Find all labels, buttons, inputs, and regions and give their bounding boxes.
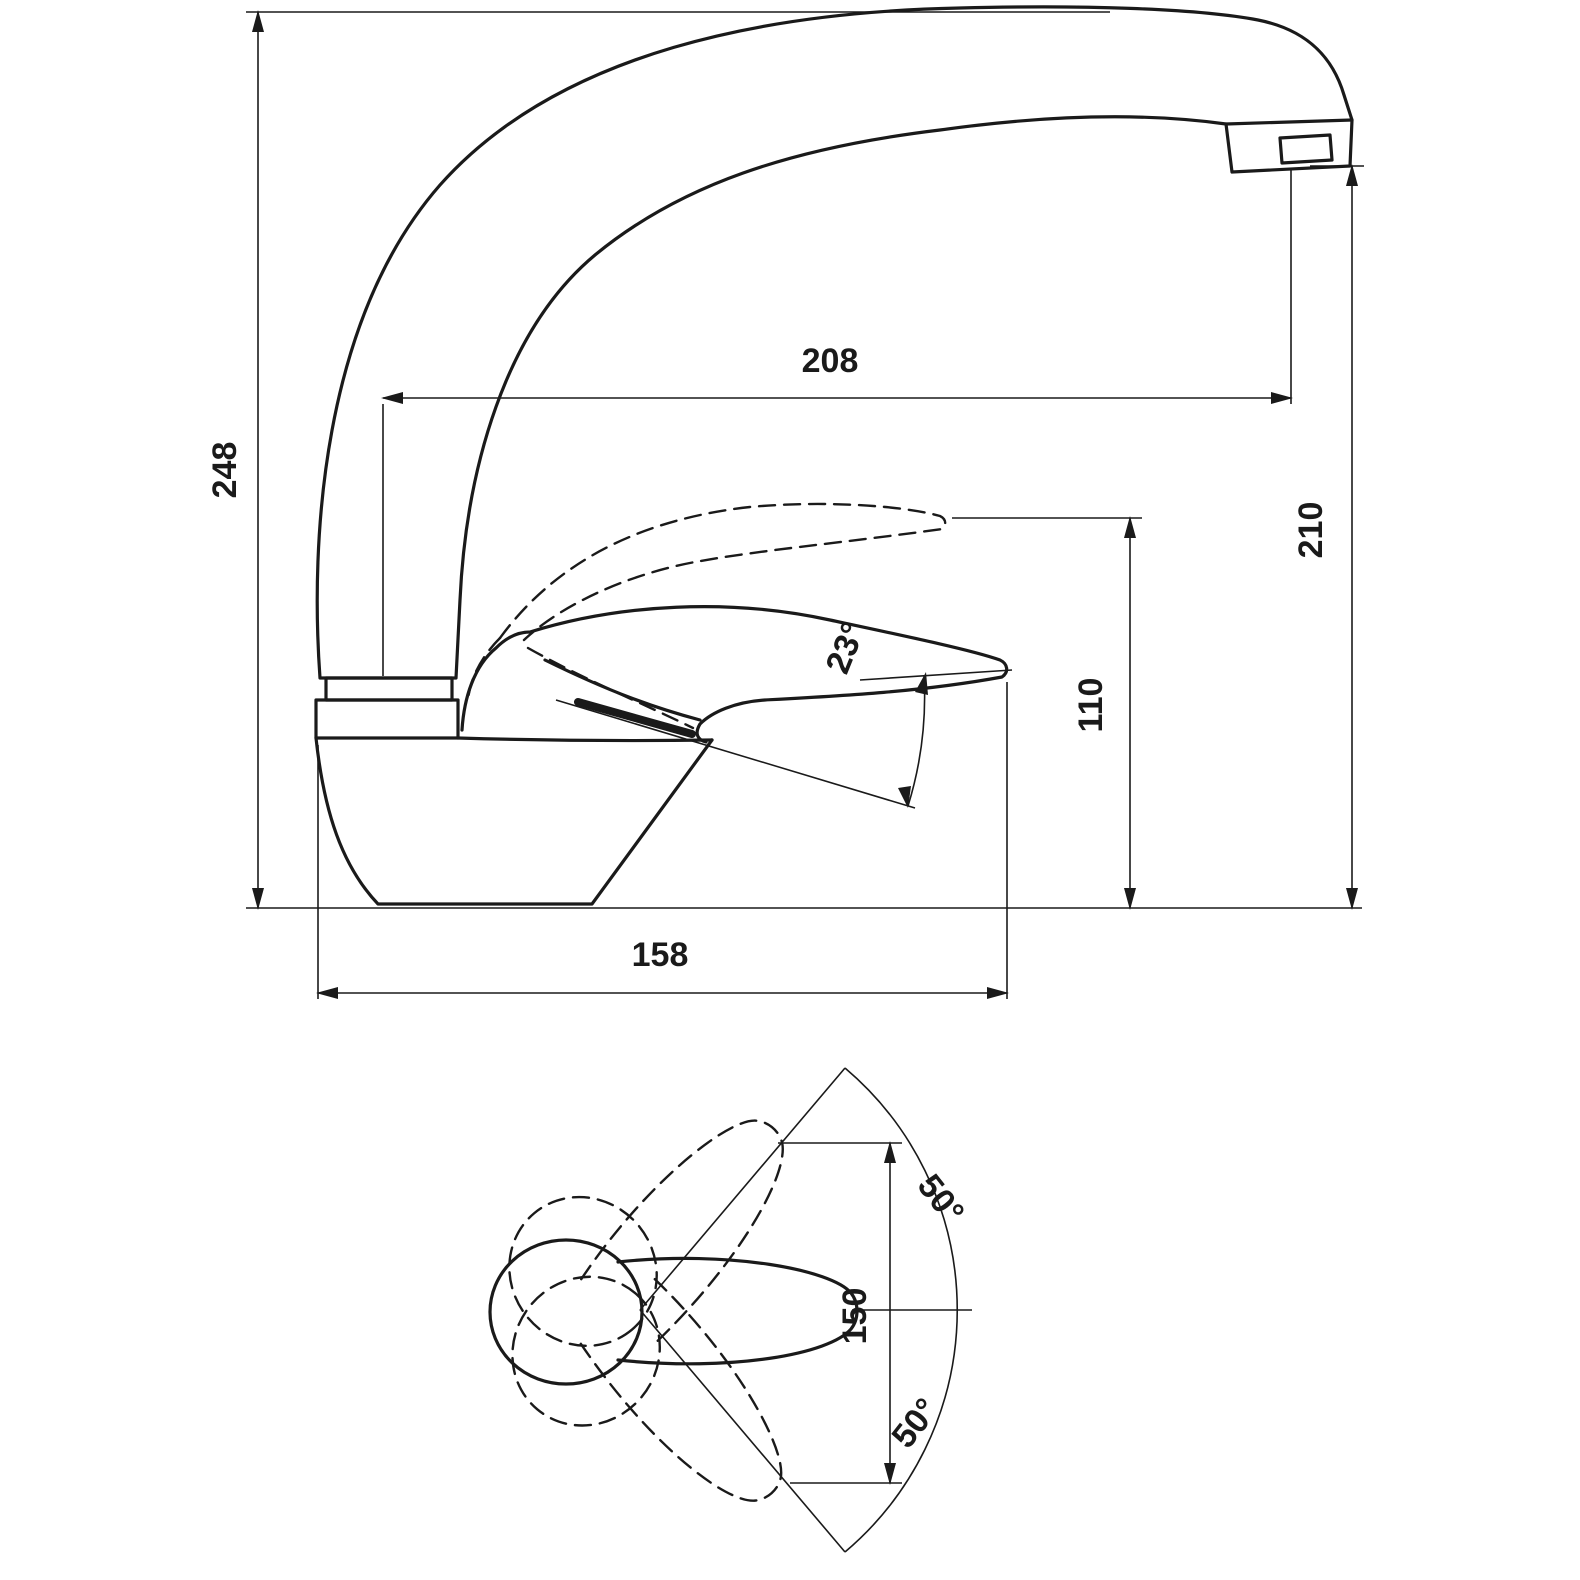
arrowhead	[1346, 888, 1358, 910]
handle-plan-swivel-up	[511, 1119, 784, 1427]
arrowhead	[898, 786, 911, 808]
fan-radial-upper	[639, 1067, 846, 1311]
handle-plan-swivel-down	[508, 1195, 783, 1502]
body-plan-dashed	[511, 1275, 661, 1427]
arrowhead	[987, 987, 1009, 999]
arrowhead	[915, 672, 928, 695]
dim-label-swivel-lower: 50°	[885, 1391, 947, 1455]
dim-label-overall-depth: 158	[632, 936, 689, 974]
spout-outline	[315, 5, 1354, 680]
handle-plan-dashed	[580, 1119, 784, 1344]
arrowhead	[884, 1463, 896, 1485]
dim-label-handle-span: 150	[836, 1288, 874, 1345]
handle-lower-edge-accent	[574, 698, 696, 738]
spout-collar-upper	[324, 676, 454, 702]
handle-raised-dashed	[466, 502, 947, 730]
dim-label-spout-height: 210	[1292, 502, 1330, 559]
fan-radial-lower	[639, 1309, 846, 1553]
spout-outlet-top-edge	[1224, 118, 1354, 126]
angle-ray-lower	[555, 699, 916, 809]
arrowhead	[1124, 888, 1136, 910]
handle-raised-underside	[526, 646, 695, 730]
handle-raised-top-edge	[498, 502, 947, 642]
dim-label-overall-height: 248	[206, 442, 244, 499]
fan-arc	[844, 1067, 959, 1553]
aerator	[1278, 133, 1334, 165]
top-view: 50° 50° 150	[488, 1067, 972, 1553]
spout-collar-lower	[314, 698, 460, 740]
angle-ray-upper	[859, 669, 1013, 681]
arrowhead	[252, 888, 264, 910]
dim-handle-height-110: 110	[952, 516, 1142, 910]
dim-label-spout-reach: 208	[802, 342, 859, 380]
swivel-fan: 50° 50°	[639, 1067, 972, 1553]
dim-label-handle-height: 110	[1072, 678, 1110, 733]
dim-handle-span-150: 150	[778, 1141, 902, 1485]
arrowhead	[884, 1141, 896, 1163]
dim-overall-height-248: 248	[206, 10, 1362, 910]
arrowhead	[381, 392, 403, 404]
handle-raised-heel	[466, 636, 502, 702]
dim-spout-height-210: 210	[1292, 164, 1364, 910]
dim-label-swivel-upper: 50°	[910, 1167, 972, 1231]
handle-plan-dashed	[578, 1277, 783, 1502]
body-plan-dashed	[508, 1195, 658, 1348]
arrowhead	[252, 10, 264, 32]
faucet-body	[314, 736, 714, 906]
handle-solid	[460, 605, 1009, 744]
side-view: 248 208 210 110	[206, 5, 1364, 999]
arrowhead	[1271, 392, 1293, 404]
arrowhead	[1124, 516, 1136, 538]
dim-overall-depth-158: 158	[316, 682, 1009, 999]
dim-spout-reach-208: 208	[381, 170, 1293, 676]
body-dome-seam	[456, 736, 714, 743]
arrowhead	[316, 987, 338, 999]
arrowhead	[1346, 164, 1358, 186]
handle-plan-solid	[616, 1256, 859, 1366]
